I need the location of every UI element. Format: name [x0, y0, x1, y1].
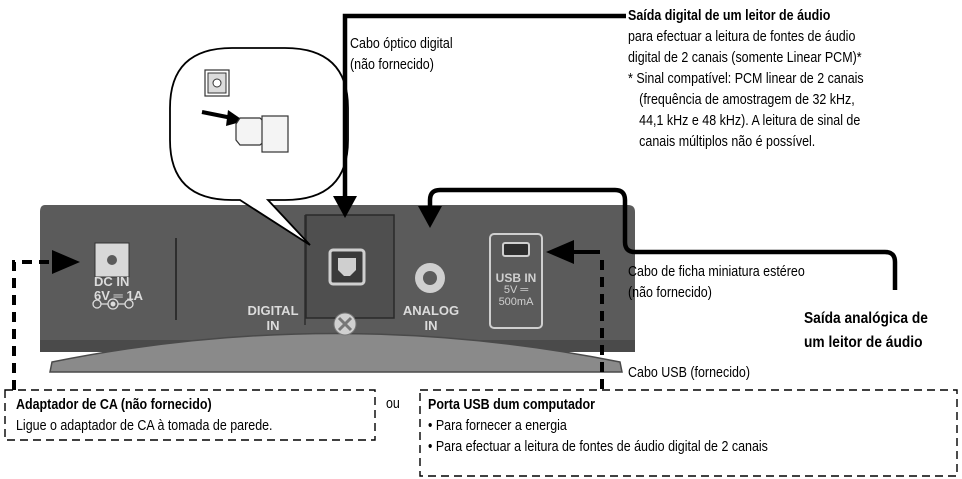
screw-icon [333, 312, 357, 336]
analog-in-jack [415, 263, 445, 293]
ac-adapter-label: Adaptador de CA (não fornecido) Ligue o … [16, 395, 273, 437]
optical-arrow [342, 13, 626, 205]
digital-output-description: Saída digital de um leitor de áudio para… [628, 6, 864, 153]
usb-port-box [419, 389, 958, 477]
usb-in-port [489, 233, 543, 329]
optical-cable-label: Cabo óptico digital (não fornecido) [350, 34, 453, 76]
footnote-line2: (frequência de amostragem de 32 kHz, [639, 92, 855, 108]
dc-in-jack [94, 242, 130, 278]
usb-in-label: USB IN 5V ═ 500mA [490, 272, 542, 308]
usb-in-line3: 500mA [498, 296, 534, 308]
stereo-cable-line1: Cabo de ficha miniatura estéreo [628, 264, 805, 280]
ac-adapter-box [4, 389, 376, 441]
usb-in-line2: 5V ═ [503, 284, 529, 296]
optical-cable-line2: (não fornecido) [350, 57, 434, 73]
analog-output-label: Saída analógica de um leitor de áudio [804, 307, 928, 355]
stereo-cable-label: Cabo de ficha miniatura estéreo (não for… [628, 262, 805, 304]
optical-port [328, 248, 366, 286]
usb-port-item2: • Para efectuar a leitura de fontes de á… [428, 439, 768, 455]
usb-port-item1: • Para fornecer a energia [428, 418, 567, 434]
dc-in-line1: DC IN [94, 274, 130, 289]
footnote-line4: canais múltiplos não é possível. [639, 134, 816, 150]
footnote-line1: * Sinal compatível: PCM linear de 2 cana… [628, 71, 864, 87]
stereo-cable-line2: (não fornecido) [628, 285, 712, 301]
ac-adapter-desc: Ligue o adaptador de CA à tomada de pare… [16, 418, 273, 434]
usb-cable-label: Cabo USB (fornecido) [628, 363, 750, 384]
analog-in-line2: IN [424, 318, 438, 333]
digital-in-line2: IN [266, 318, 280, 333]
device-base [49, 332, 623, 373]
footnote-line3: 44,1 kHz e 48 kHz). A leitura de sinal d… [639, 113, 861, 129]
digital-in-label: DIGITAL IN [238, 303, 308, 333]
dc-arrow [12, 250, 80, 390]
dc-in-label: DC IN 6V ═ 1A [94, 275, 150, 303]
analog-out-line1: Saída analógica de [804, 310, 928, 327]
usb-port-title: Porta USB dum computador [428, 397, 595, 413]
dc-in-line2: 6V ═ 1A [94, 288, 143, 303]
cap-removal-callout [169, 47, 349, 246]
digital-in-line1: DIGITAL [247, 303, 299, 318]
usb-port-label: Porta USB dum computador • Para fornecer… [428, 395, 768, 458]
analog-in-label: ANALOG IN [396, 303, 466, 333]
usb-arrow [546, 240, 604, 390]
digital-out-line2: digital de 2 canais (somente Linear PCM)… [628, 50, 862, 66]
digital-out-line1: para efectuar a leitura de fontes de áud… [628, 29, 856, 45]
or-label: ou [386, 396, 400, 412]
usb-in-line1: USB IN [495, 271, 537, 285]
digital-out-title: Saída digital de um leitor de áudio [628, 8, 831, 24]
analog-out-line2: um leitor de áudio [804, 334, 923, 351]
analog-in-line1: ANALOG [402, 303, 460, 318]
polarity-symbol [92, 298, 134, 310]
ac-adapter-title: Adaptador de CA (não fornecido) [16, 397, 212, 413]
usb-cable-text: Cabo USB (fornecido) [628, 365, 750, 381]
analog-arrow [427, 187, 898, 290]
optical-cable-line1: Cabo óptico digital [350, 36, 453, 52]
